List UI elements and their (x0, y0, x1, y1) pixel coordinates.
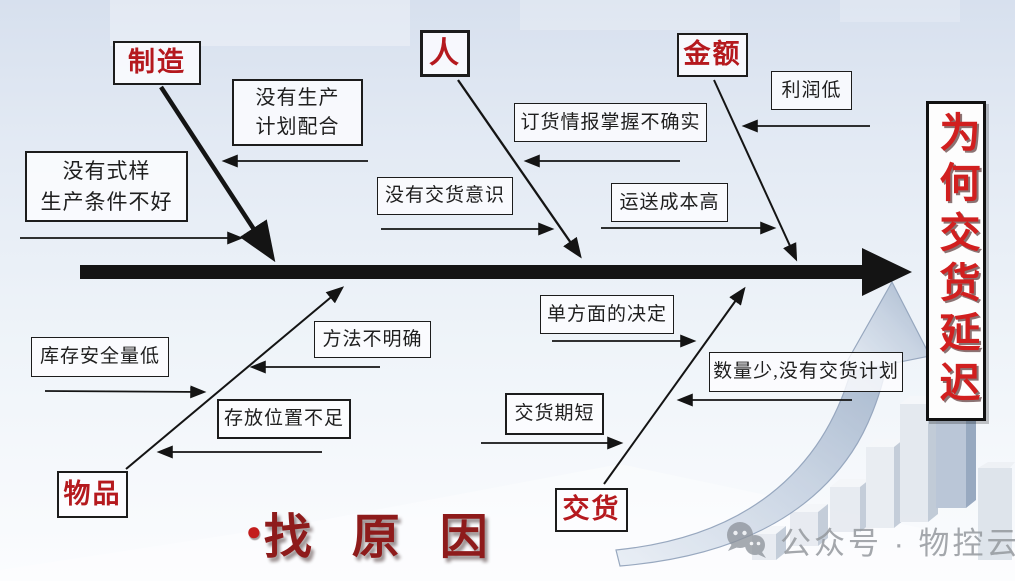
cause-box-order-info-inaccurate: 订货情报掌握不确实 (514, 103, 707, 142)
cause-label: 交货期短 (514, 403, 595, 425)
cause-line: 生产条件不好 (40, 189, 173, 214)
cause-box-short-delivery-period: 交货期短 (505, 393, 604, 435)
cause-label: 运送成本高 (619, 191, 720, 213)
bullet-icon: ● (246, 517, 262, 546)
category-label: 金额 (683, 39, 742, 70)
headline-text: 找 原 因 (263, 511, 502, 564)
cause-box-no-production-plan: 没有生产 计划配合 (232, 79, 363, 146)
category-box-goods: 物品 (57, 471, 128, 518)
cause-label: 没有交货意识 (384, 185, 505, 207)
category-box-amount: 金额 (677, 33, 748, 77)
cause-label: 库存安全量低 (39, 346, 160, 368)
cause-box-unclear-method: 方法不明确 (314, 321, 431, 358)
cause-label: 订货情报掌握不确实 (520, 111, 701, 133)
cause-label: 方法不明确 (322, 328, 423, 350)
category-bones (125, 79, 798, 485)
cause-label: 存放位置不足 (223, 408, 344, 430)
headline: ● 找 原 因 (246, 497, 502, 567)
category-label: 交货 (562, 494, 621, 525)
category-label: 制造 (128, 47, 186, 78)
cause-box-unilateral-decision: 单方面的决定 (540, 295, 674, 334)
watermark-text: 公众号 · 物控云 (780, 526, 1015, 561)
cause-label: 数量少,没有交货计划 (713, 361, 899, 383)
effect-label: 为何交货延迟 (933, 111, 979, 411)
cause-box-insufficient-storage: 存放位置不足 (217, 399, 351, 439)
cause-box-no-style: 没有式样 生产条件不好 (25, 151, 188, 222)
effect-box: 为何交货延迟 (926, 101, 986, 421)
category-box-manufacturing: 制造 (113, 41, 201, 85)
watermark: 公众号 · 物控云 (724, 518, 1015, 563)
cause-box-no-delivery-awareness: 没有交货意识 (377, 177, 513, 215)
cause-line: 计划配合 (255, 115, 340, 138)
cause-box-high-transport-cost: 运送成本高 (611, 183, 728, 222)
category-box-delivery: 交货 (555, 488, 628, 532)
spine-arrow (80, 248, 912, 296)
wechat-icon (727, 521, 766, 558)
cause-line: 没有生产 (255, 86, 340, 109)
cause-box-low-profit: 利润低 (771, 71, 852, 110)
cause-line: 没有式样 (62, 159, 151, 184)
category-label: 人 (429, 36, 461, 70)
category-box-people: 人 (420, 30, 470, 77)
cause-label: 利润低 (781, 79, 842, 101)
category-label: 物品 (63, 478, 122, 509)
cause-label: 单方面的决定 (546, 303, 667, 325)
cause-arrows (20, 119, 870, 459)
cause-box-low-safety-stock: 库存安全量低 (31, 337, 169, 377)
cause-box-small-quantity-no-plan: 数量少,没有交货计划 (709, 352, 903, 392)
